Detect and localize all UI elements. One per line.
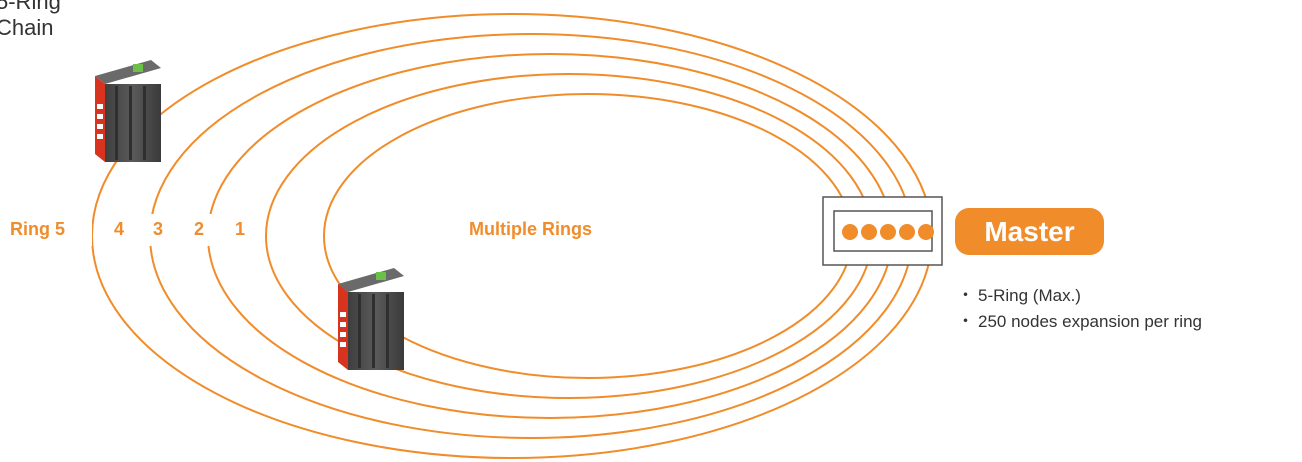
corner-text-line-1: 5-Ring [0,0,61,14]
master-switch [822,196,943,266]
master-port-dot [861,224,877,240]
ring-label-1: 1 [235,219,246,239]
industrial-switch-icon [338,268,404,370]
diagram-title: Multiple Rings [469,219,592,239]
industrial-switch-icon [95,60,161,162]
ring-label-5: Ring 5 [10,219,66,239]
master-badge: Master [955,208,1104,255]
master-port-dot [842,224,858,240]
bullet-glyph: ・ [957,312,974,331]
ring-label-3: 3 [153,219,164,239]
feature-item: ・250 nodes expansion per ring [957,307,1202,332]
ring-label-2: 2 [194,219,205,239]
master-port-dot [880,224,896,240]
master-port-dot [899,224,915,240]
feature-item: ・5-Ring (Max.) [957,281,1081,306]
ring-label-4: 4 [114,219,125,239]
feature-text: 5-Ring (Max.) [978,286,1081,305]
corner-text-line-2: Chain [0,15,54,40]
bullet-glyph: ・ [957,286,974,305]
feature-text: 250 nodes expansion per ring [978,312,1202,331]
master-port-dot [918,224,934,240]
